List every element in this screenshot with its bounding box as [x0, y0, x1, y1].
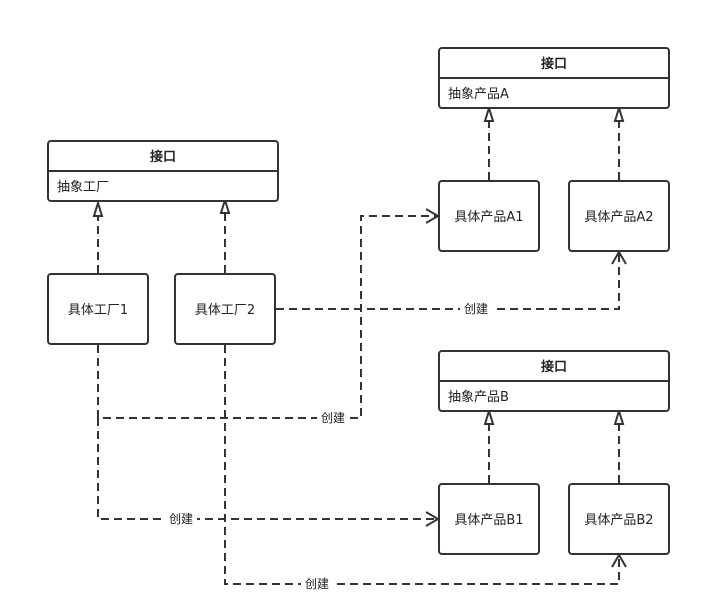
create-label-factory2-b2: 创建 [305, 577, 329, 591]
class-product-a2: 具体产品A2 [568, 180, 670, 252]
interface-abstract-factory: 接口 抽象工厂 [47, 140, 279, 202]
class-product-b1-name: 具体产品B1 [454, 513, 523, 528]
realization-arrow-a2 [613, 104, 625, 122]
interface-abstract-product-a-stereotype: 接口 [541, 56, 567, 72]
class-product-b2-name: 具体产品B2 [584, 513, 653, 528]
realization-arrow-factory1 [92, 199, 104, 217]
realization-arrow-b2 [613, 407, 625, 425]
interface-abstract-product-a-name: 抽象产品A [448, 87, 509, 102]
class-factory2-name: 具体工厂2 [195, 303, 255, 318]
interface-abstract-factory-stereotype: 接口 [150, 149, 176, 165]
class-product-a1-name: 具体产品A1 [454, 210, 523, 225]
interface-abstract-factory-name: 抽象工厂 [57, 180, 109, 195]
create-label-factory2-a2: 创建 [464, 302, 488, 316]
class-factory1-name: 具体工厂1 [68, 303, 128, 318]
class-product-b1: 具体产品B1 [438, 483, 540, 555]
class-factory1: 具体工厂1 [47, 273, 149, 345]
create-label-factory1-a1: 创建 [321, 411, 345, 425]
interface-abstract-product-a: 接口 抽象产品A [438, 47, 670, 109]
create-line-factory1-a1 [97, 215, 437, 419]
realization-arrow-a1 [483, 104, 495, 122]
class-product-b2: 具体产品B2 [568, 483, 670, 555]
interface-abstract-product-b-name: 抽象产品B [448, 390, 509, 405]
realization-arrow-b1 [483, 407, 495, 425]
create-line-factory1-b1 [97, 418, 437, 520]
class-product-a1: 具体产品A1 [438, 180, 540, 252]
class-factory2: 具体工厂2 [174, 273, 276, 345]
create-label-factory1-b1: 创建 [169, 512, 193, 526]
class-product-a2-name: 具体产品A2 [584, 210, 653, 225]
interface-abstract-product-b: 接口 抽象产品B [438, 350, 670, 412]
realization-arrow-factory2 [219, 196, 231, 214]
interface-abstract-product-b-stereotype: 接口 [541, 359, 567, 375]
create-line-factory2-a2 [276, 253, 620, 310]
create-line-factory2-b2 [224, 345, 620, 585]
